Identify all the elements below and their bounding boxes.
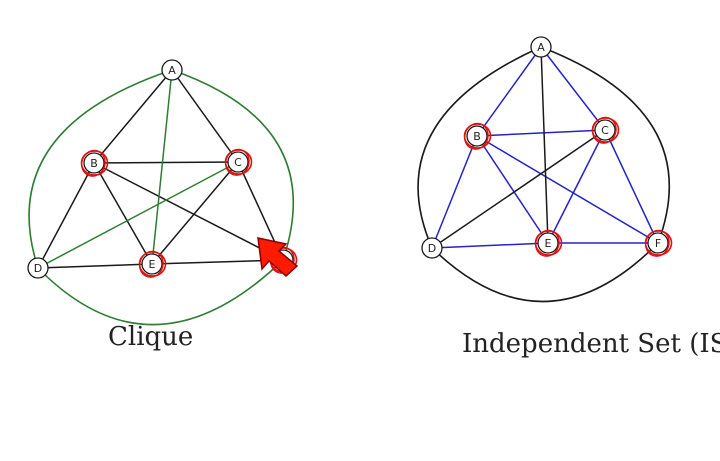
clique-node-label-e: E xyxy=(149,258,156,271)
clique-edge-b-f xyxy=(93,162,284,261)
clique-edge-d-e xyxy=(37,263,153,269)
clique-edge-b-e xyxy=(93,162,153,265)
is-arc-a-d xyxy=(417,46,542,249)
is-edge-b-d xyxy=(431,135,478,249)
clique-edge-d-c xyxy=(37,161,239,269)
independent-set-graph: A B C D E F xyxy=(417,36,673,303)
is-edge-c-e xyxy=(547,129,606,244)
clique-edge-c-e xyxy=(151,161,239,265)
clique-arc-a-f xyxy=(171,69,295,261)
is-edge-a-e xyxy=(540,46,549,244)
is-node-label-a: A xyxy=(537,41,545,54)
clique-edge-b-c xyxy=(93,161,239,164)
clique-node-label-a: A xyxy=(168,64,176,77)
is-edge-b-f xyxy=(476,135,659,244)
is-node-label-d: D xyxy=(428,242,436,255)
is-arc-d-f xyxy=(431,242,659,303)
is-node-label-e: E xyxy=(545,237,552,250)
clique-arc-d-f xyxy=(37,259,284,326)
clique-node-b: B xyxy=(80,149,109,177)
clique-node-label-d: D xyxy=(34,262,42,275)
is-node-d: D xyxy=(421,237,443,259)
independent-set-caption: Independent Set (IS) xyxy=(462,329,720,359)
is-edge-c-f xyxy=(604,129,659,244)
clique-node-label-b: B xyxy=(90,157,98,170)
clique-arc-a-d xyxy=(28,69,173,269)
is-edge-a-c xyxy=(540,46,606,131)
clique-node-e: E xyxy=(138,250,167,278)
clique-caption: Clique xyxy=(108,322,193,352)
is-node-label-f: F xyxy=(655,237,661,250)
is-edge-d-c xyxy=(431,129,606,249)
clique-node-d: D xyxy=(27,257,49,279)
is-node-c: C xyxy=(591,116,620,144)
is-edge-b-e xyxy=(476,135,549,244)
is-node-b: B xyxy=(463,122,492,150)
is-edge-d-e xyxy=(431,242,549,249)
pointer-cursor-icon[interactable] xyxy=(257,237,299,278)
clique-edge-b-d xyxy=(37,162,95,269)
is-arc-a-f xyxy=(540,46,671,244)
clique-edge-a-b xyxy=(93,69,173,164)
clique-edge-a-c xyxy=(171,69,239,163)
is-node-label-c: C xyxy=(601,124,609,137)
is-node-a: A xyxy=(530,36,552,58)
clique-node-a: A xyxy=(161,59,183,81)
is-node-label-b: B xyxy=(473,130,481,143)
clique-edge-a-e xyxy=(151,69,173,265)
is-edge-b-c xyxy=(476,129,606,137)
is-node-e: E xyxy=(534,229,563,257)
clique-node-c: C xyxy=(224,148,253,176)
is-edge-a-b xyxy=(476,46,542,137)
is-node-f: F xyxy=(644,229,673,257)
clique-node-label-c: C xyxy=(234,156,242,169)
